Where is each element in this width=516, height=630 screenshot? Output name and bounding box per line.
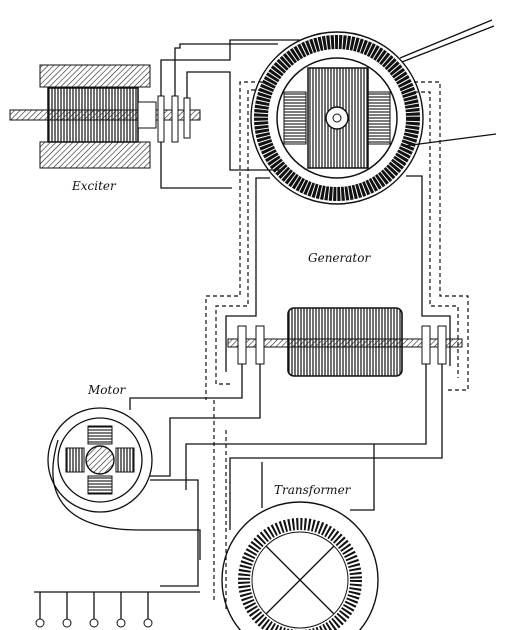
wire-gen-right-a <box>414 81 469 391</box>
exciter: Exciter <box>9 64 201 193</box>
rotor-ring-4 <box>437 325 447 365</box>
exciter-brush-1 <box>157 95 165 143</box>
lamp-5 <box>143 618 153 628</box>
lamp-2 <box>62 618 72 628</box>
generator-shaft-center <box>332 113 342 123</box>
generator: Generator <box>250 19 497 265</box>
lamp-4 <box>116 618 126 628</box>
exciter-label: Exciter <box>71 179 117 193</box>
motor: Motor <box>47 383 153 513</box>
exciter-commutator <box>137 101 157 129</box>
motor-label: Motor <box>87 383 127 397</box>
motor-rotor <box>85 445 115 475</box>
wire-motor-return <box>150 479 199 587</box>
circuit-wiring <box>52 39 469 610</box>
wire-rotor-motor-1 <box>129 364 243 410</box>
motor-outer-ring <box>47 407 153 513</box>
generator-outer-ring <box>250 31 424 205</box>
rotor-body <box>287 307 403 377</box>
transformer-outer-ring <box>221 501 379 630</box>
transformer-cross-2 <box>265 545 335 615</box>
motor-pole-left <box>65 447 85 473</box>
motor-pole-top <box>87 425 113 445</box>
wire-transformer-3 <box>350 444 375 511</box>
rotor-ring-2 <box>255 325 265 365</box>
generator-pole-right <box>367 91 391 145</box>
generator-pole-left <box>283 91 307 145</box>
rotor-ring-3 <box>421 325 431 365</box>
wire-gen-right-c <box>406 175 451 366</box>
wire-gen-left-a <box>205 81 262 400</box>
generator-lead-3 <box>403 133 497 147</box>
wire-exciter-return <box>160 142 232 189</box>
wire-exciter-generator-1 <box>160 39 300 96</box>
generator-lead-1 <box>399 19 493 59</box>
exciter-brush-2 <box>171 95 179 143</box>
lamp-1 <box>35 618 45 628</box>
exciter-shaft <box>9 109 201 121</box>
wire-rotor-bus-2 <box>229 364 443 530</box>
motor-pole-bottom <box>87 475 113 495</box>
wire-rotor-motor-2 <box>150 364 261 477</box>
transformer-core <box>238 518 362 630</box>
wire-gen-left-c <box>225 177 270 372</box>
lamp-terminals <box>34 591 200 628</box>
generator-lead-2 <box>401 25 495 63</box>
generator-label: Generator <box>308 251 371 265</box>
wire-rotor-bus-1 <box>185 364 427 490</box>
motor-pole-right <box>115 447 135 473</box>
wire-exciter-generator-2 <box>174 43 278 96</box>
motor-stator <box>57 417 143 503</box>
wire-motor-loop <box>52 439 201 560</box>
transformer: Transformer <box>221 483 379 630</box>
wire-gen-right-b <box>414 91 459 378</box>
exciter-brush-3 <box>183 97 191 139</box>
transformer-label: Transformer <box>274 483 352 497</box>
lamp-3 <box>89 618 99 628</box>
alternator-rotor <box>227 307 463 377</box>
rotor-ring-1 <box>237 325 247 365</box>
exciter-frame-bottom <box>39 141 151 169</box>
generator-stator <box>254 35 420 201</box>
wire-exciter-generator-3 <box>186 71 280 171</box>
wire-gen-left-b <box>215 89 262 385</box>
exciter-frame-top <box>39 64 151 88</box>
